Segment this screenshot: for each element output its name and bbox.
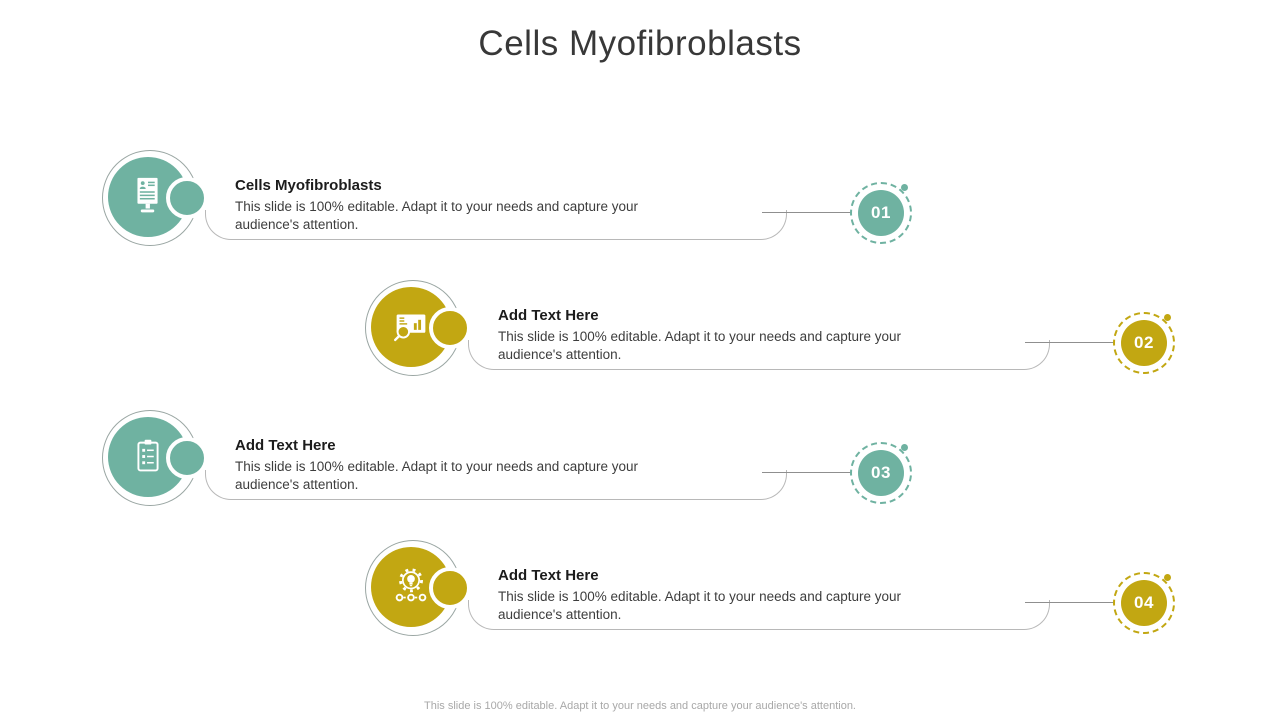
connector-line xyxy=(1025,342,1114,343)
timeline-item-2: Add Text Here This slide is 100% editabl… xyxy=(365,280,1177,380)
timeline-item-4: Add Text Here This slide is 100% editabl… xyxy=(365,540,1177,640)
step-number-badge: 03 xyxy=(850,442,912,504)
item-description: This slide is 100% editable. Adapt it to… xyxy=(498,329,901,362)
step-number: 02 xyxy=(1121,320,1167,366)
timeline-item-3: Add Text Here This slide is 100% editabl… xyxy=(102,410,914,510)
badge-dot xyxy=(901,444,908,451)
timeline-item-1: Cells Myofibroblasts This slide is 100% … xyxy=(102,150,914,250)
connector-dot xyxy=(166,437,208,479)
item-description: This slide is 100% editable. Adapt it to… xyxy=(235,199,638,232)
item-text-box xyxy=(468,600,1050,630)
connector-line xyxy=(762,472,851,473)
badge-dot xyxy=(1164,574,1171,581)
step-number-badge: 02 xyxy=(1113,312,1175,374)
item-description: This slide is 100% editable. Adapt it to… xyxy=(498,589,901,622)
badge-dot xyxy=(901,184,908,191)
item-text-box xyxy=(205,470,787,500)
step-number-badge: 01 xyxy=(850,182,912,244)
connector-line xyxy=(762,212,851,213)
idea-gear-icon xyxy=(371,547,451,627)
item-title: Add Text Here xyxy=(498,307,599,324)
slide-title: Cells Myofibroblasts xyxy=(478,24,802,63)
item-title: Cells Myofibroblasts xyxy=(235,177,382,194)
item-title: Add Text Here xyxy=(235,437,336,454)
step-number-badge: 04 xyxy=(1113,572,1175,634)
connector-dot xyxy=(429,567,471,609)
connector-line xyxy=(1025,602,1114,603)
step-number: 04 xyxy=(1121,580,1167,626)
item-text-box xyxy=(205,210,787,240)
step-number: 03 xyxy=(858,450,904,496)
connector-dot xyxy=(429,307,471,349)
badge-dot xyxy=(1164,314,1171,321)
item-description: This slide is 100% editable. Adapt it to… xyxy=(235,459,638,492)
footer-note: This slide is 100% editable. Adapt it to… xyxy=(424,700,856,712)
connector-dot xyxy=(166,177,208,219)
item-text-box xyxy=(468,340,1050,370)
step-number: 01 xyxy=(858,190,904,236)
item-title: Add Text Here xyxy=(498,567,599,584)
